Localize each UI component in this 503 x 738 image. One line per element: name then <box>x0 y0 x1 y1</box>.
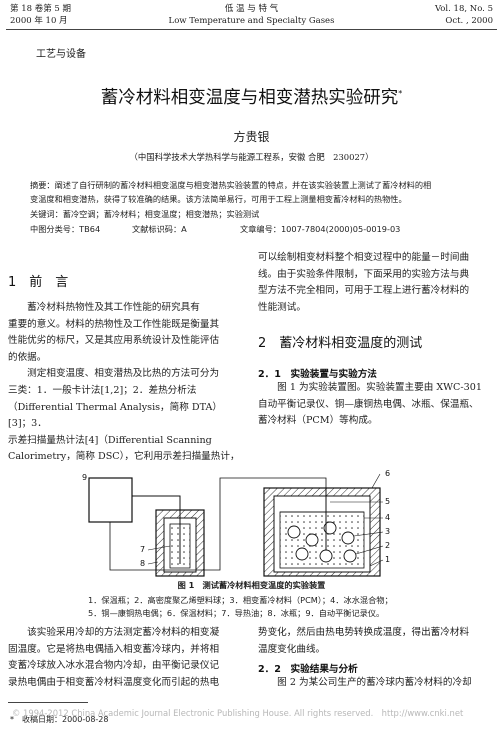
text-line: 蓄冷材料（PCM）等构成。 <box>258 415 378 427</box>
header-volume-left: 第 18 卷第 5 期 <box>10 4 72 14</box>
text-line: 三类：1．一般卡计法[1,2]；2．差热分析法 <box>8 384 197 396</box>
text-line: 重要的意义。材料的热物性及工作性能既是衡量其 <box>8 318 220 330</box>
text-line: 型方法不完全相同，可用于工程上进行蓄冷材料的 <box>258 285 470 297</box>
affiliation: （中国科学技术大学热科学与能源工程系，安徽 合肥 230027） <box>129 152 374 162</box>
text-line: 变蓄冷球放入冰水混合物内冷却，由平衡记录仪记 <box>8 660 220 672</box>
label-7: 7 <box>140 545 145 554</box>
plastic-ball <box>343 549 357 563</box>
text-line: 自动平衡记录仪、铜—康铜热电偶、冰瓶、保温瓶、 <box>258 398 479 410</box>
figure-1-legend-line-1: 1．保温瓶；2．高密度聚乙烯塑料球；3．相变蓄冷材料（PCM）；4．冰水混合物； <box>88 595 393 605</box>
figure-1-apparatus: 9 7 8 6 5 4 3 2 1 <box>82 469 390 577</box>
header-date-left: 2000 年 10 月 <box>10 16 68 26</box>
label-3: 3 <box>385 527 390 536</box>
label-8: 8 <box>140 559 145 568</box>
section-2-heading: 2 蓄冷材料相变温度的测试 <box>258 336 423 351</box>
subsection-2-1-body: 图 1 为实验装置图。实验装置主要由 XWC-301 自动平衡记录仪、铜—康铜热… <box>258 380 496 430</box>
text-line: （Differential Thermal Analysis，简称 DTA）[3… <box>8 401 222 430</box>
abstract-line-2: 变温度和相变潜热，获得了较准确的结果。该方法简单易行，可用于工程上测量相变蓄冷材… <box>30 194 407 204</box>
plastic-ball <box>341 531 355 545</box>
article-number: 文章编号：1007-7804(2000)05-0019-03 <box>240 224 401 234</box>
abstract-line-1: 摘要：阐述了自行研制的蓄冷材料相变温度与相变潜热实验装置的特点，并在该实验装置上… <box>30 180 432 190</box>
category-label: 工艺与设备 <box>36 49 86 60</box>
title-text: 蓄冷材料相变温度与相变潜热实验研究 <box>100 88 399 108</box>
text-line: 固温度。它是将热电偶插入相变蓄冷球内，并将相 <box>8 643 220 655</box>
label-2: 2 <box>385 541 390 550</box>
text-line: 该实验采用冷却的方法测定蓄冷材料的相变凝 <box>8 627 220 638</box>
section-1-heading: 1 前 言 <box>8 275 69 290</box>
label-9: 9 <box>82 473 87 482</box>
label-6: 6 <box>385 469 390 478</box>
text-line: Calorimetry，简称 DSC），它利用示差扫描量热计， <box>8 451 240 463</box>
subsection-2-1-heading: 2．1 实验装置与实验方法 <box>258 369 377 380</box>
plastic-ball <box>295 547 309 561</box>
text-line: 测定相变温度、相变潜热及比热的方法可分为 <box>8 368 220 380</box>
keywords: 关键词：蓄冷空调；蓄冷材料；相变温度；相变潜热；实验测试 <box>30 209 260 219</box>
author: 方贵银 <box>233 130 270 144</box>
label-4: 4 <box>385 513 390 522</box>
header-date-right: Oct. , 2000 <box>445 16 493 26</box>
section-1-body: 蓄冷材料热物性及其工作性能的研究具有 重要的意义。材料的热物性及工作性能既是衡量… <box>8 300 244 466</box>
page-title: 蓄冷材料相变温度与相变潜热实验研究* <box>0 84 503 109</box>
bottom-right-body: 势变化，然后由热电势转换成温度，得出蓄冷材料 温度变化曲线。 <box>258 625 496 658</box>
label-1: 1 <box>385 555 390 564</box>
plastic-ball <box>305 533 319 547</box>
text-line: 势变化，然后由热电势转换成温度，得出蓄冷材料 <box>258 627 470 638</box>
plastic-ball <box>319 549 333 563</box>
footnote-received-date: * 收稿日期：2000-08-28 <box>10 715 109 724</box>
title-footnote-mark: * <box>398 89 403 99</box>
subsection-2-2-heading: 2．2 实验结果与分析 <box>258 664 358 675</box>
plastic-ball <box>323 521 337 535</box>
text-line: 性能测试。 <box>258 301 306 313</box>
classification-number: 中图分类号：TB64 <box>30 224 101 234</box>
header-volume-right: Vol. 18, No. 5 <box>434 4 493 14</box>
footnote-rule <box>8 702 88 703</box>
figure-1-caption: 图 1 测试蓄冷材料相变温度的实验装置 <box>177 580 326 590</box>
text-line: 温度变化曲线。 <box>258 643 326 655</box>
text-line: 示差扫描量热计法[4]（Differential Scanning <box>8 434 212 446</box>
header-journal-en: Low Temperature and Specialty Gases <box>168 16 335 26</box>
thermocouple-wire <box>132 495 181 510</box>
document-code: 文献标识码：A <box>132 224 187 234</box>
plastic-ball <box>287 525 301 539</box>
thermocouple-lead <box>109 477 327 571</box>
bottom-left-body: 该实验采用冷却的方法测定蓄冷材料的相变凝 固温度。它是将热电偶插入相变蓄冷球内，… <box>8 625 246 691</box>
label-5: 5 <box>385 497 390 506</box>
recorder-box <box>88 477 133 523</box>
subsection-2-2-body: 图 2 为某公司生产的蓄冷球内蓄冷材料的冷却 <box>258 677 472 688</box>
header-journal-cn: 低 温 与 特 气 <box>224 4 279 14</box>
text-line: 的依据。 <box>8 351 47 363</box>
header-rule <box>6 29 497 30</box>
text-line: 图 1 为实验装置图。实验装置主要由 XWC-301 <box>258 382 482 393</box>
text-line: 录热电偶由于相变蓄冷材料温度变化而引起的热电 <box>8 676 220 688</box>
watermark-copyright: © 1994-2012 China Academic Journal Elect… <box>12 708 464 718</box>
text-line: 蓄冷材料热物性及其工作性能的研究具有 <box>8 302 200 313</box>
text-line: 可以绘制相变材料整个相变过程中的能量－时间曲 <box>258 252 470 263</box>
text-line: 线。由于实验条件限制，下面采用的实验方法与典 <box>258 268 470 280</box>
right-column-intro: 可以绘制相变材料整个相变过程中的能量－时间曲 线。由于实验条件限制，下面采用的实… <box>258 250 496 316</box>
text-line: 性能优劣的标尺，又是其应用系统设计及性能评估 <box>8 335 220 347</box>
figure-1-legend-line-2: 5．铜—康铜热电偶；6．保温材料；7．导热油；8．冰瓶；9．自动平衡记录仪。 <box>88 608 385 618</box>
